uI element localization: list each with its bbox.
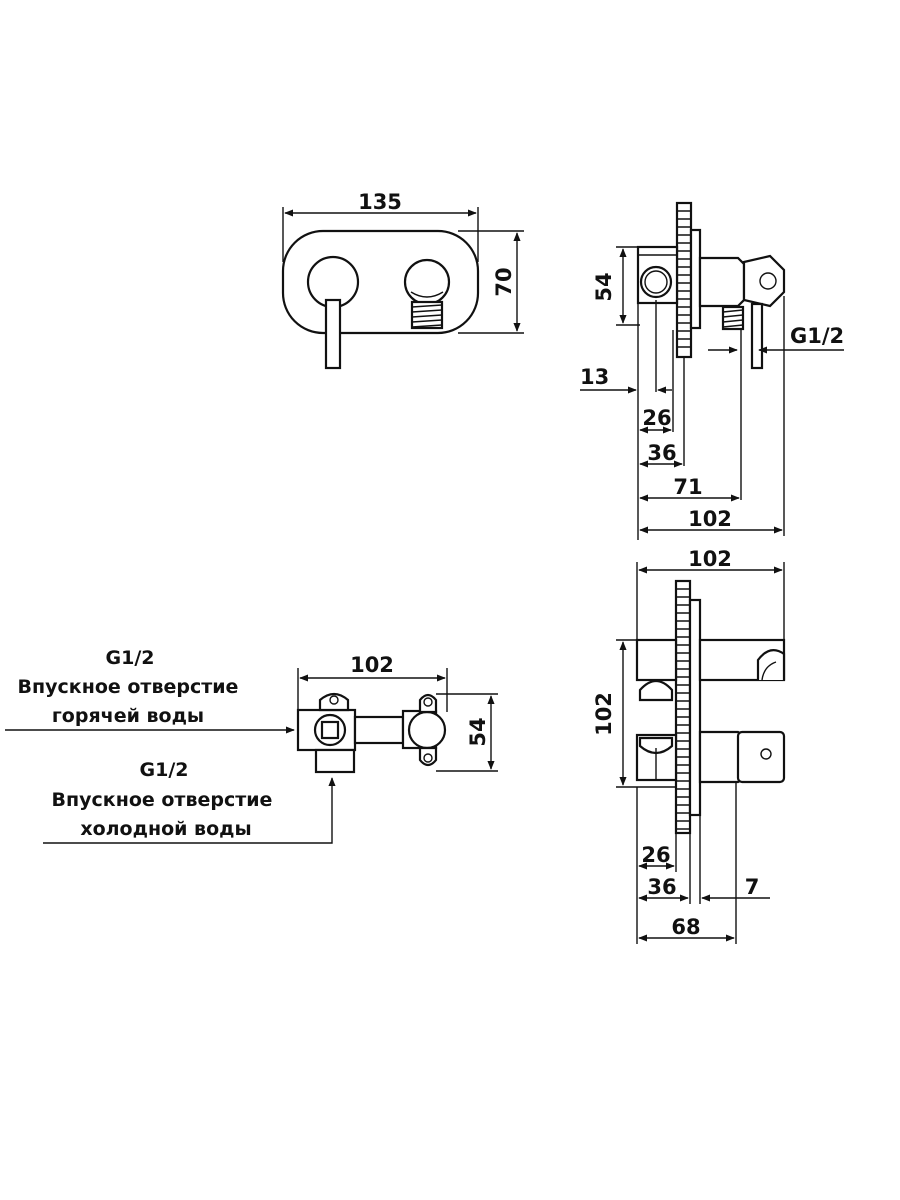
side-view-bottom: 102 102 26 36 7 68	[592, 547, 786, 944]
side-bottom-dim-68: 68	[671, 915, 700, 939]
cold-inlet-boss	[314, 748, 356, 774]
cold-inlet-leader	[43, 777, 336, 844]
body-height-dim: 54	[466, 717, 490, 746]
mount-ear-left	[318, 692, 350, 712]
thread-nipple	[721, 305, 745, 331]
side-bottom-dim-top-102: 102	[688, 547, 732, 571]
body-width-dim: 102	[350, 653, 394, 677]
handle-body-side	[698, 256, 746, 308]
side-top-dim-102: 102	[688, 507, 732, 531]
cold-inlet-label-2: холодной воды	[80, 818, 251, 840]
front-width-dim: 135	[358, 190, 402, 214]
mixer-lever	[324, 298, 342, 370]
side-top-dim-26: 26	[642, 406, 671, 430]
body-top-view: 102 54 G1/2 Впускное отверстие горячей в…	[5, 647, 498, 844]
connecting-pipe	[353, 715, 405, 745]
cold-inlet-thread: G1/2	[140, 759, 189, 781]
hot-inlet-label-2: горячей воды	[52, 705, 204, 727]
side-bottom-dim-36: 36	[647, 875, 676, 899]
outlet-valve	[407, 710, 447, 750]
handle-cap	[736, 730, 786, 784]
side-bottom-dim-26: 26	[641, 843, 670, 867]
side-top-dim-36: 36	[647, 441, 676, 465]
hot-inlet-label-1: Впускное отверстие	[18, 676, 239, 698]
side-top-dim-13: 13	[580, 365, 609, 389]
hot-inlet-thread: G1/2	[106, 647, 155, 669]
side-top-dim-71: 71	[673, 475, 702, 499]
side-bottom-dim-7: 7	[745, 875, 760, 899]
side-top-thread: G1/2	[790, 324, 844, 348]
outlet-side	[742, 254, 786, 308]
body-lower-cap	[638, 679, 674, 702]
side-top-dim-54: 54	[592, 272, 616, 301]
cold-inlet-label-1: Впускное отверстие	[52, 789, 273, 811]
lever-side	[750, 302, 764, 370]
side-bottom-dim-vert-102: 102	[592, 692, 616, 736]
side-view-top: 54 G1/2 13 26 36 71 102	[580, 201, 844, 540]
front-view: 135 70	[281, 190, 524, 370]
front-height-dim: 70	[492, 267, 516, 296]
